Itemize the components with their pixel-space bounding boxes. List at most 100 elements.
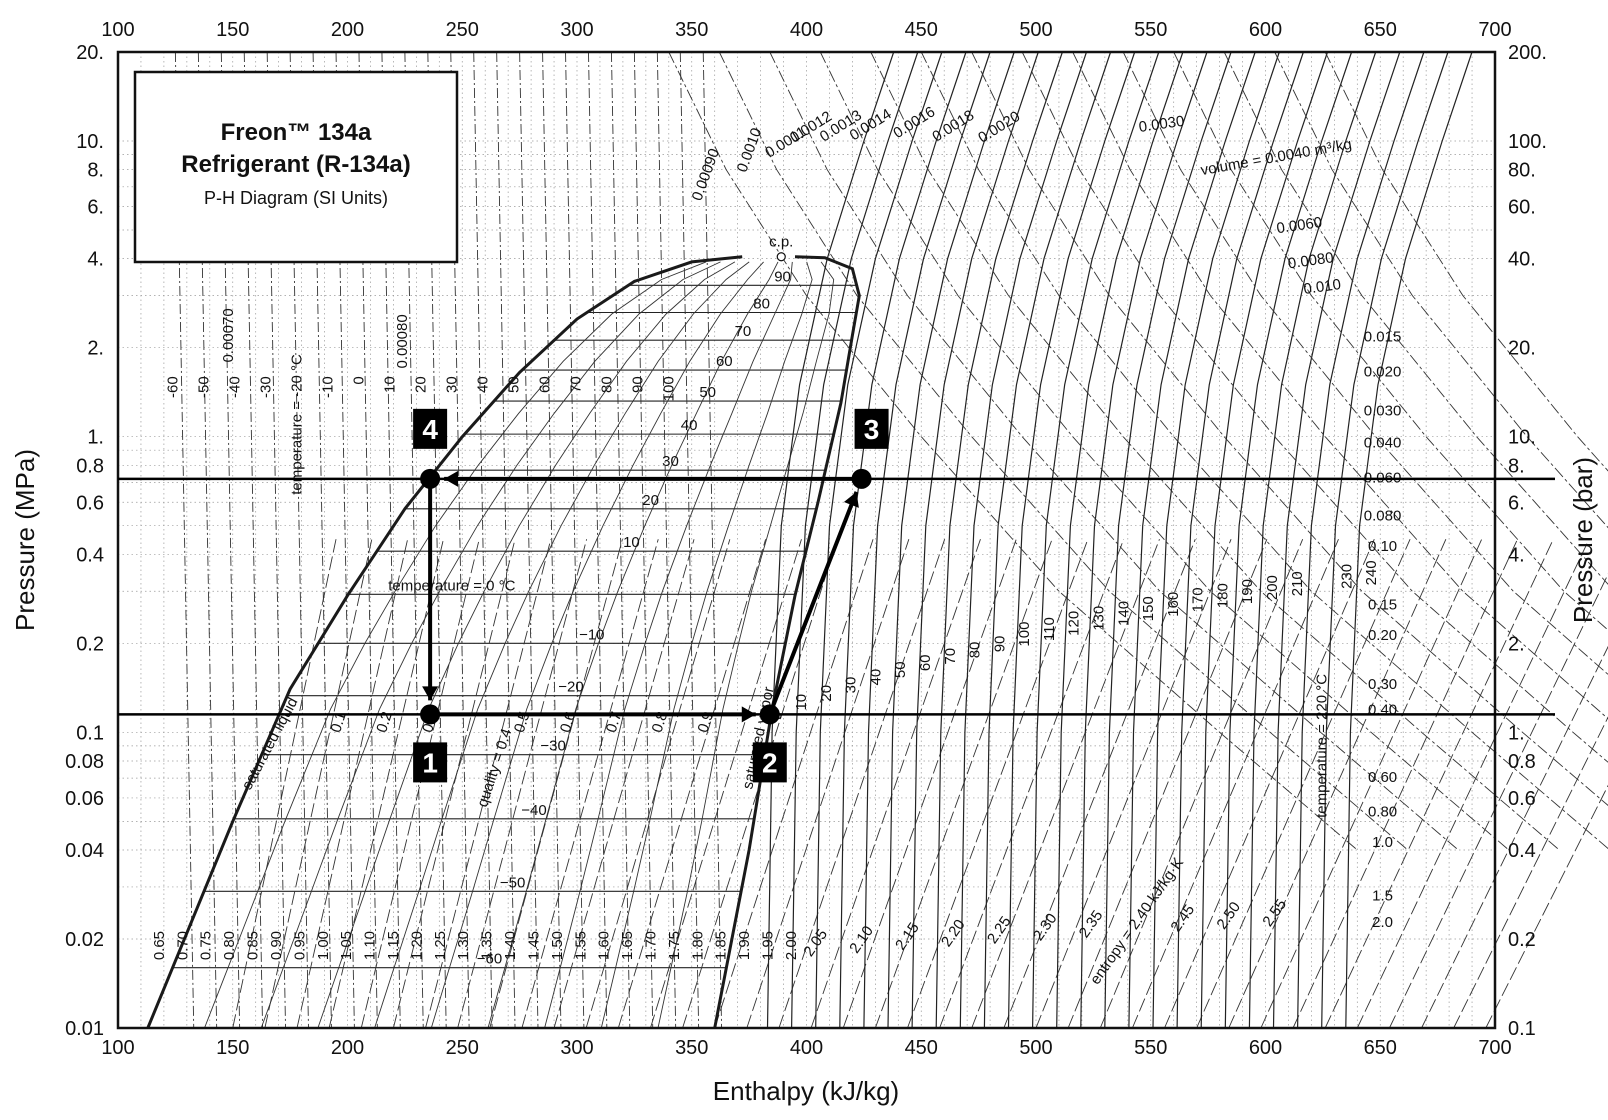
x-tick-label-top: 700 (1478, 19, 1511, 41)
x-tick-label-bottom: 200 (331, 1037, 364, 1059)
chart-subtitle: P-H Diagram (SI Units) (204, 188, 388, 208)
y-tick-label-right: 8. (1508, 455, 1525, 477)
entropy-label: 0.65 (151, 931, 168, 960)
volume-line (1173, 51, 1608, 631)
liquid-temperature-label: -40 (227, 376, 244, 398)
volume-label-right: 0.030 (1364, 402, 1402, 419)
volume-line (870, 51, 1560, 851)
vapor-isotherm (887, 51, 1015, 1029)
entropy-line (1356, 539, 1590, 1029)
volume-label-left: 0.00080 (394, 314, 411, 368)
isotherm-label: 20 (642, 492, 659, 509)
cycle-point-label-box (752, 742, 787, 783)
vapor-isotherm (1345, 51, 1473, 1029)
liquid-isotherm (588, 51, 608, 1029)
y-tick-label-left: 0.4 (76, 544, 104, 566)
y-tick-label-left: 0.2 (76, 633, 104, 655)
volume-label-right: 0.15 (1368, 597, 1397, 614)
volume-label-right: 0.20 (1368, 627, 1397, 644)
cycle-point-2 (759, 704, 780, 725)
vapor-temperature-label: 30 (843, 677, 860, 694)
isotherm-label: 80 (753, 296, 770, 313)
cycle-point-label: 4 (422, 414, 438, 445)
cycle-arrow-head (422, 686, 439, 701)
vapor-temperature-label: 150 (1140, 596, 1157, 621)
entropy-label: 1.15 (385, 931, 402, 960)
liquid-temperature-label: 10 (382, 376, 399, 393)
vapor-isotherm (983, 51, 1112, 1029)
cycle-point-label: 3 (864, 414, 880, 445)
quality-line (430, 261, 764, 1029)
liquid-isotherm (679, 51, 700, 1029)
liquid-temperature-label: 30 (444, 376, 461, 393)
entropy-label: 0.80 (221, 931, 238, 960)
entropy-label: 1.65 (619, 931, 636, 960)
vapor-temperature-label: 110 (1041, 617, 1058, 641)
entropy-label: 1.25 (432, 931, 449, 960)
entropy-label: 1.00 (315, 931, 332, 960)
entropy-label: 0.95 (291, 931, 308, 960)
y-tick-label-left: 0.04 (65, 840, 104, 862)
isotherm-label: 60 (716, 353, 733, 370)
entropy-label: 1.40 (502, 931, 519, 960)
vapor-isotherm (1200, 51, 1329, 1029)
entropy-line (392, 539, 516, 1029)
volume-label-right: 0.080 (1364, 508, 1402, 525)
title-box: Freon™ 134a Refrigerant (R-134a) P-H Dia… (133, 70, 459, 264)
quality-line (600, 261, 813, 1029)
entropy-line (489, 539, 623, 1029)
entropy-line (1131, 539, 1339, 1029)
entropy-line (296, 539, 409, 1029)
plot-frame (116, 50, 1497, 1030)
volume-label-right: 1.5 (1372, 887, 1393, 904)
x-tick-label-bottom: 500 (1019, 1037, 1052, 1059)
entropy-line (328, 539, 444, 1029)
entropy-line (617, 539, 767, 1029)
y-tick-label-left: 20. (76, 42, 104, 64)
cycle-point-4 (420, 468, 441, 489)
liquid-temperature-label: 40 (474, 376, 491, 393)
liquid-temperature-label: -50 (196, 376, 213, 398)
vapor-isotherm (1104, 51, 1232, 1029)
entropy-label: 1.75 (666, 931, 683, 960)
vapor-isotherm (1176, 51, 1304, 1029)
cycle-point-1 (420, 704, 441, 725)
entropy-line (842, 539, 1017, 1029)
y-tick-label-right: 0.2 (1508, 929, 1536, 951)
vapor-temperature-label: 210 (1289, 571, 1306, 596)
y-tick-label-left: 0.1 (76, 722, 104, 744)
x-tick-label-bottom: 350 (675, 1037, 708, 1059)
volume-label-top: 0.0030 (1138, 113, 1186, 136)
entropy-label: 0.70 (174, 931, 191, 960)
y-tick-label-right: 20. (1508, 338, 1536, 360)
y-tick-label-left: 0.02 (65, 929, 104, 951)
vapor-isotherm (839, 51, 967, 1029)
x-tick-label-bottom: 150 (216, 1037, 249, 1059)
entropy-label: 1.55 (572, 931, 589, 960)
entropy-line (746, 539, 910, 1029)
y-tick-label-left: 0.01 (65, 1018, 104, 1040)
x-tick-label-top: 150 (216, 19, 249, 41)
x-tick-label-top: 450 (905, 19, 938, 41)
isotherm-label: −10 (579, 626, 604, 643)
vapor-temperature-label: 20 (818, 685, 835, 702)
vapor-temperature-label: temperature = 220 °C (1314, 674, 1331, 818)
y-tick-label-right: 10. (1508, 427, 1536, 449)
y-tick-label-right: 200. (1508, 42, 1547, 64)
entropy-label: 0.85 (245, 931, 262, 960)
quality-label: 0.2 (373, 710, 396, 735)
entropy-label: 1.30 (455, 931, 472, 960)
quality-line (544, 261, 793, 1029)
liquid-isotherm (702, 51, 723, 1029)
volume-line (718, 51, 1409, 851)
volume-label-right: 0.60 (1368, 769, 1397, 786)
entropy-line (425, 539, 552, 1029)
liquid-temperature-label: temperature = -20 °C (289, 354, 306, 495)
volume-label-right: 0.30 (1368, 676, 1397, 693)
entropy-label: 2.00 (783, 931, 800, 960)
y-tick-label-left: 4. (87, 249, 104, 271)
entropy-line (1099, 539, 1304, 1029)
entropy-label: 1.50 (549, 931, 566, 960)
critical-point-marker (776, 252, 786, 262)
y-tick-label-right: 0.8 (1508, 751, 1536, 773)
